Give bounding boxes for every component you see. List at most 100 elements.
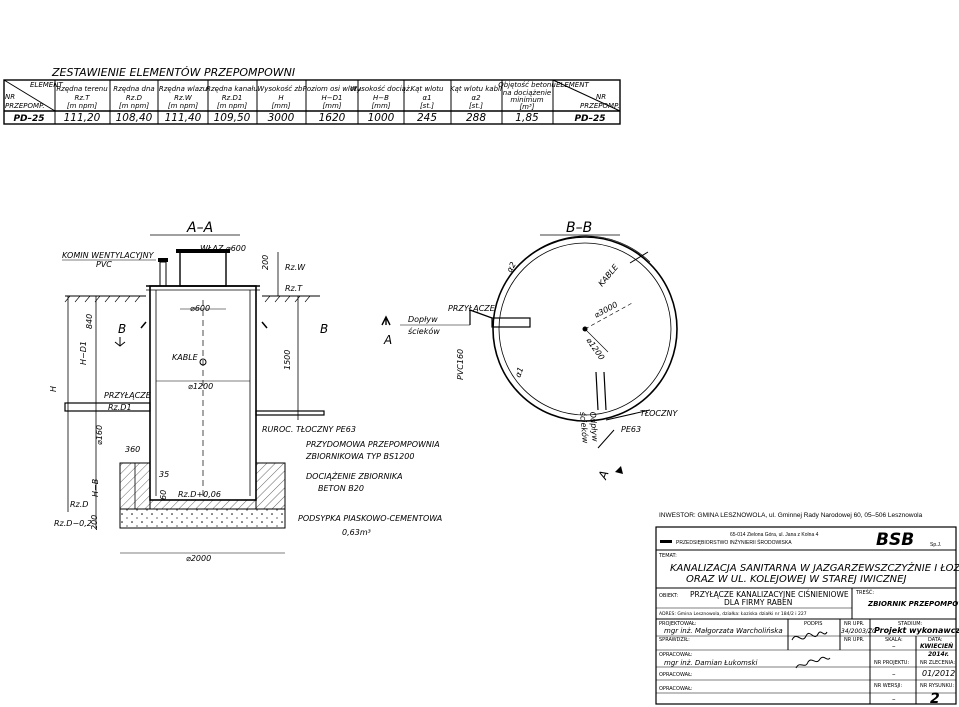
svg-text:ZBIORNIK PRZEPOMPOWNI: ZBIORNIK PRZEPOMPOWNI [867, 600, 959, 608]
svg-text:Sp.J.: Sp.J. [930, 542, 941, 548]
svg-text:⌀1200: ⌀1200 [584, 336, 606, 362]
svg-text:Rz.D−0,2: Rz.D−0,2 [54, 519, 92, 528]
investor: INWESTOR: GMINA LESZNOWOLA, ul. Gminnej … [659, 512, 923, 519]
svg-text:840: 840 [85, 314, 94, 329]
svg-text:H−D1: H−D1 [322, 94, 343, 102]
svg-text:KABLE: KABLE [597, 262, 621, 288]
svg-text:Rz.D: Rz.D [70, 500, 88, 509]
svg-text:NR: NR [5, 93, 15, 101]
svg-text:NR RYSUNKU:: NR RYSUNKU: [920, 683, 954, 689]
section-a-a: A–A [49, 220, 493, 563]
svg-text:DOCIĄŻENIE ZBIORNIKA: DOCIĄŻENIE ZBIORNIKA [306, 471, 403, 481]
svg-text:PVC: PVC [96, 260, 112, 269]
svg-text:H: H [49, 386, 58, 392]
svg-text:[m npm]: [m npm] [168, 102, 198, 110]
svg-text:Rz.W: Rz.W [285, 263, 306, 272]
signature-1 [791, 631, 828, 641]
svg-text:1500: 1500 [283, 350, 292, 370]
svg-text:ELEMENT: ELEMENT [556, 81, 589, 89]
svg-text:A: A [595, 469, 611, 482]
section-title: A–A [186, 220, 213, 236]
svg-text:[st.]: [st.] [469, 102, 483, 110]
svg-text:60: 60 [159, 490, 168, 500]
svg-text:⌀160: ⌀160 [95, 425, 104, 445]
svg-text:ścieków: ścieków [408, 326, 440, 336]
svg-text:–: – [892, 642, 896, 650]
svg-text:H−D1: H−D1 [79, 341, 88, 365]
svg-text:2: 2 [930, 691, 940, 707]
table-title: ZESTAWIENIE ELEMENTÓW PRZEPOMPOWNI [51, 66, 295, 79]
svg-text:111,40: 111,40 [165, 112, 202, 124]
ballast-right [255, 462, 286, 510]
outer-ring [492, 236, 678, 422]
svg-text:288: 288 [466, 112, 486, 124]
svg-text:mgr inż. Małgorzata Warcholińs: mgr inż. Małgorzata Warcholińska [664, 627, 783, 635]
svg-text:Kąt wlotu: Kąt wlotu [411, 85, 445, 93]
svg-text:KABLE: KABLE [172, 353, 199, 362]
svg-text:Rz.T: Rz.T [74, 94, 90, 102]
plan-title: B–B [566, 220, 592, 236]
inlet-pipe [64, 402, 151, 412]
svg-text:Rzędna wlazu: Rzędna wlazu [159, 85, 208, 93]
svg-text:STADIUM:: STADIUM: [898, 621, 923, 627]
svg-text:TEMAT:: TEMAT: [658, 553, 677, 559]
svg-text:[m npm]: [m npm] [67, 102, 97, 110]
svg-text:35: 35 [159, 470, 169, 479]
svg-text:PROJEKTOWAŁ:: PROJEKTOWAŁ: [659, 621, 697, 627]
svg-text:PVC160: PVC160 [456, 349, 465, 380]
svg-text:mgr inż. Damian Łukomski: mgr inż. Damian Łukomski [664, 659, 757, 667]
svg-text:Wysokość dociąż.: Wysokość dociąż. [350, 85, 412, 93]
svg-text:Rzędna terenu: Rzędna terenu [56, 85, 108, 93]
svg-text:[st.]: [st.] [420, 102, 434, 110]
svg-text:DLA FIRMY RABEN: DLA FIRMY RABEN [724, 598, 792, 607]
svg-text:KWIECIEŃ: KWIECIEŃ [920, 642, 953, 650]
svg-text:B: B [118, 322, 126, 336]
svg-text:360: 360 [125, 445, 140, 454]
svg-text:34/2003/ZG: 34/2003/ZG [841, 628, 877, 635]
manhole-label: WŁAZ ⌀600 [200, 244, 246, 253]
svg-text:α2: α2 [505, 261, 518, 274]
svg-text:H−B: H−B [373, 94, 389, 102]
svg-text:ADRES: Gmina Lesznowola, dział: ADRES: Gmina Lesznowola, działka: Łozisk… [659, 611, 807, 617]
svg-text:α2: α2 [471, 94, 481, 102]
sand-bedding [119, 508, 286, 529]
svg-text:OBIEKT:: OBIEKT: [659, 593, 678, 599]
manhole-neck [179, 251, 227, 287]
svg-text:01/2012: 01/2012 [922, 669, 955, 678]
svg-text:NR UPR.: NR UPR. [844, 637, 865, 643]
svg-text:SKALA:: SKALA: [885, 637, 903, 643]
svg-text:A: A [383, 333, 392, 347]
outlet-pipe [255, 410, 325, 416]
table-header: ELEMENT NR PRZEPOMP. Rzędna terenuRz.T[m… [5, 81, 620, 111]
svg-text:–: – [892, 695, 896, 703]
svg-text:[mm]: [mm] [371, 102, 390, 110]
svg-text:NR PROJEKTU:: NR PROJEKTU: [874, 660, 909, 666]
svg-text:DATA:: DATA: [928, 637, 943, 643]
svg-text:–: – [892, 670, 896, 678]
svg-text:α1: α1 [513, 366, 525, 379]
svg-text:Objętość betonu: Objętość betonu [498, 81, 556, 89]
svg-text:OPRACOWAŁ:: OPRACOWAŁ: [659, 672, 693, 678]
svg-text:BSB: BSB [876, 530, 914, 550]
svg-text:NR UPR.: NR UPR. [844, 621, 865, 627]
elements-table: ZESTAWIENIE ELEMENTÓW PRZEPOMPOWNI ELEME… [3, 66, 621, 125]
outlet-label: RUROC. TŁOCZNY PE63 [262, 425, 356, 434]
svg-text:α1: α1 [422, 94, 431, 102]
svg-text:245: 245 [417, 112, 437, 124]
svg-text:PRZEPOMP.: PRZEPOMP. [580, 102, 620, 110]
svg-text:PRZEDSIĘBIORSTWO INŻYNIERII ŚR: PRZEDSIĘBIORSTWO INŻYNIERII ŚRODOWISKA [676, 538, 792, 546]
table-row: PD–25 111,20 108,40 111,40 109,50 3000 1… [13, 112, 605, 124]
svg-text:⌀1200: ⌀1200 [188, 382, 213, 391]
svg-text:PODSYPKA PIASKOWO-CEMENTOWA: PODSYPKA PIASKOWO-CEMENTOWA [298, 514, 442, 523]
svg-text:Rzędna kanału: Rzędna kanału [206, 85, 258, 93]
svg-text:⌀2000: ⌀2000 [186, 554, 211, 563]
manhole-cover [176, 249, 230, 253]
svg-text:H−B: H−B [91, 479, 100, 497]
signature-2 [795, 656, 831, 669]
svg-text:65-014 Zielona Góra, ul. Jana: 65-014 Zielona Góra, ul. Jana z Kolna 4 [730, 532, 819, 538]
svg-text:⌀600: ⌀600 [190, 304, 210, 313]
project-title-1: KANALIZACJA SANITARNA W JAZGARZEWSZCZYŹN… [670, 561, 959, 574]
project-title-2: ORAZ W UL. KOLEJOWEJ W STAREJ IWICZNEJ [686, 574, 906, 585]
svg-text:1000: 1000 [368, 112, 395, 124]
svg-text:2014r.: 2014r. [928, 651, 949, 658]
